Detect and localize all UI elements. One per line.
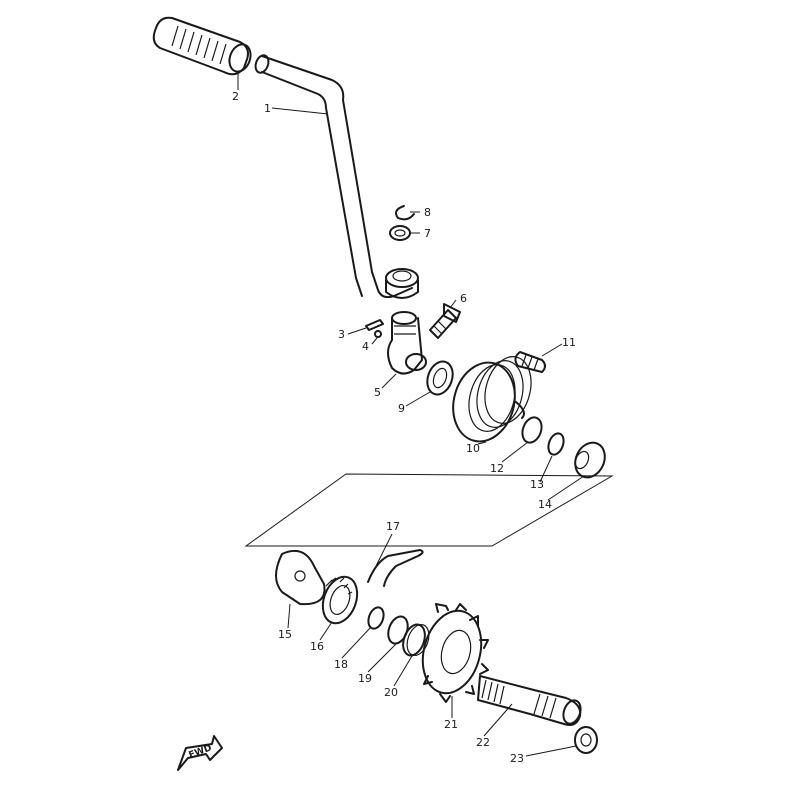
bolt-6 — [429, 303, 461, 339]
label-17: 17 — [386, 520, 400, 533]
label-1: 1 — [264, 102, 271, 115]
label-13: 13 — [530, 478, 544, 491]
ratchet-16 — [321, 575, 359, 625]
stopper-14 — [574, 441, 606, 479]
label-19: 19 — [358, 672, 372, 685]
kick-lever — [254, 54, 419, 299]
label-9: 9 — [398, 402, 405, 415]
label-2: 2 — [232, 90, 239, 103]
plate-15 — [275, 550, 326, 606]
kick-shaft-22 — [477, 675, 582, 726]
label-10: 10 — [466, 442, 480, 455]
kick-gear-21 — [421, 603, 489, 703]
kick-grip — [152, 16, 252, 76]
label-3: 3 — [338, 328, 345, 341]
label-4: 4 — [362, 340, 369, 353]
washer-7 — [389, 225, 411, 241]
label-21: 21 — [444, 718, 458, 731]
ball-4 — [374, 330, 382, 338]
label-8: 8 — [424, 206, 431, 219]
torsion-spring-10 — [452, 356, 532, 443]
spring-17 — [367, 549, 424, 587]
label-12: 12 — [490, 462, 504, 475]
leader-lines — [237, 72, 585, 757]
label-20: 20 — [384, 686, 398, 699]
label-18: 18 — [334, 658, 348, 671]
label-14: 14 — [538, 498, 552, 511]
spring-20 — [402, 623, 430, 657]
oil-seal-9 — [426, 360, 454, 396]
label-11: 11 — [562, 336, 576, 349]
pin-3 — [365, 319, 384, 331]
label-5: 5 — [374, 386, 381, 399]
washer-23 — [574, 726, 598, 754]
group-bracket — [244, 473, 614, 547]
label-22: 22 — [476, 736, 490, 749]
label-23: 23 — [510, 752, 524, 765]
label-15: 15 — [278, 628, 292, 641]
clip-8 — [395, 205, 415, 221]
washer-12 — [521, 416, 543, 444]
kick-boss — [387, 311, 427, 375]
label-16: 16 — [310, 640, 324, 653]
fwd-arrow-icon: FWD — [177, 735, 223, 771]
spacer-11 — [514, 351, 546, 373]
circlip-13 — [547, 432, 565, 456]
circlip-18 — [367, 606, 385, 630]
label-6: 6 — [460, 292, 467, 305]
label-7: 7 — [424, 227, 431, 240]
part-labels: 2 1 8 7 6 3 4 5 9 10 11 12 13 14 15 16 1… — [232, 90, 576, 765]
